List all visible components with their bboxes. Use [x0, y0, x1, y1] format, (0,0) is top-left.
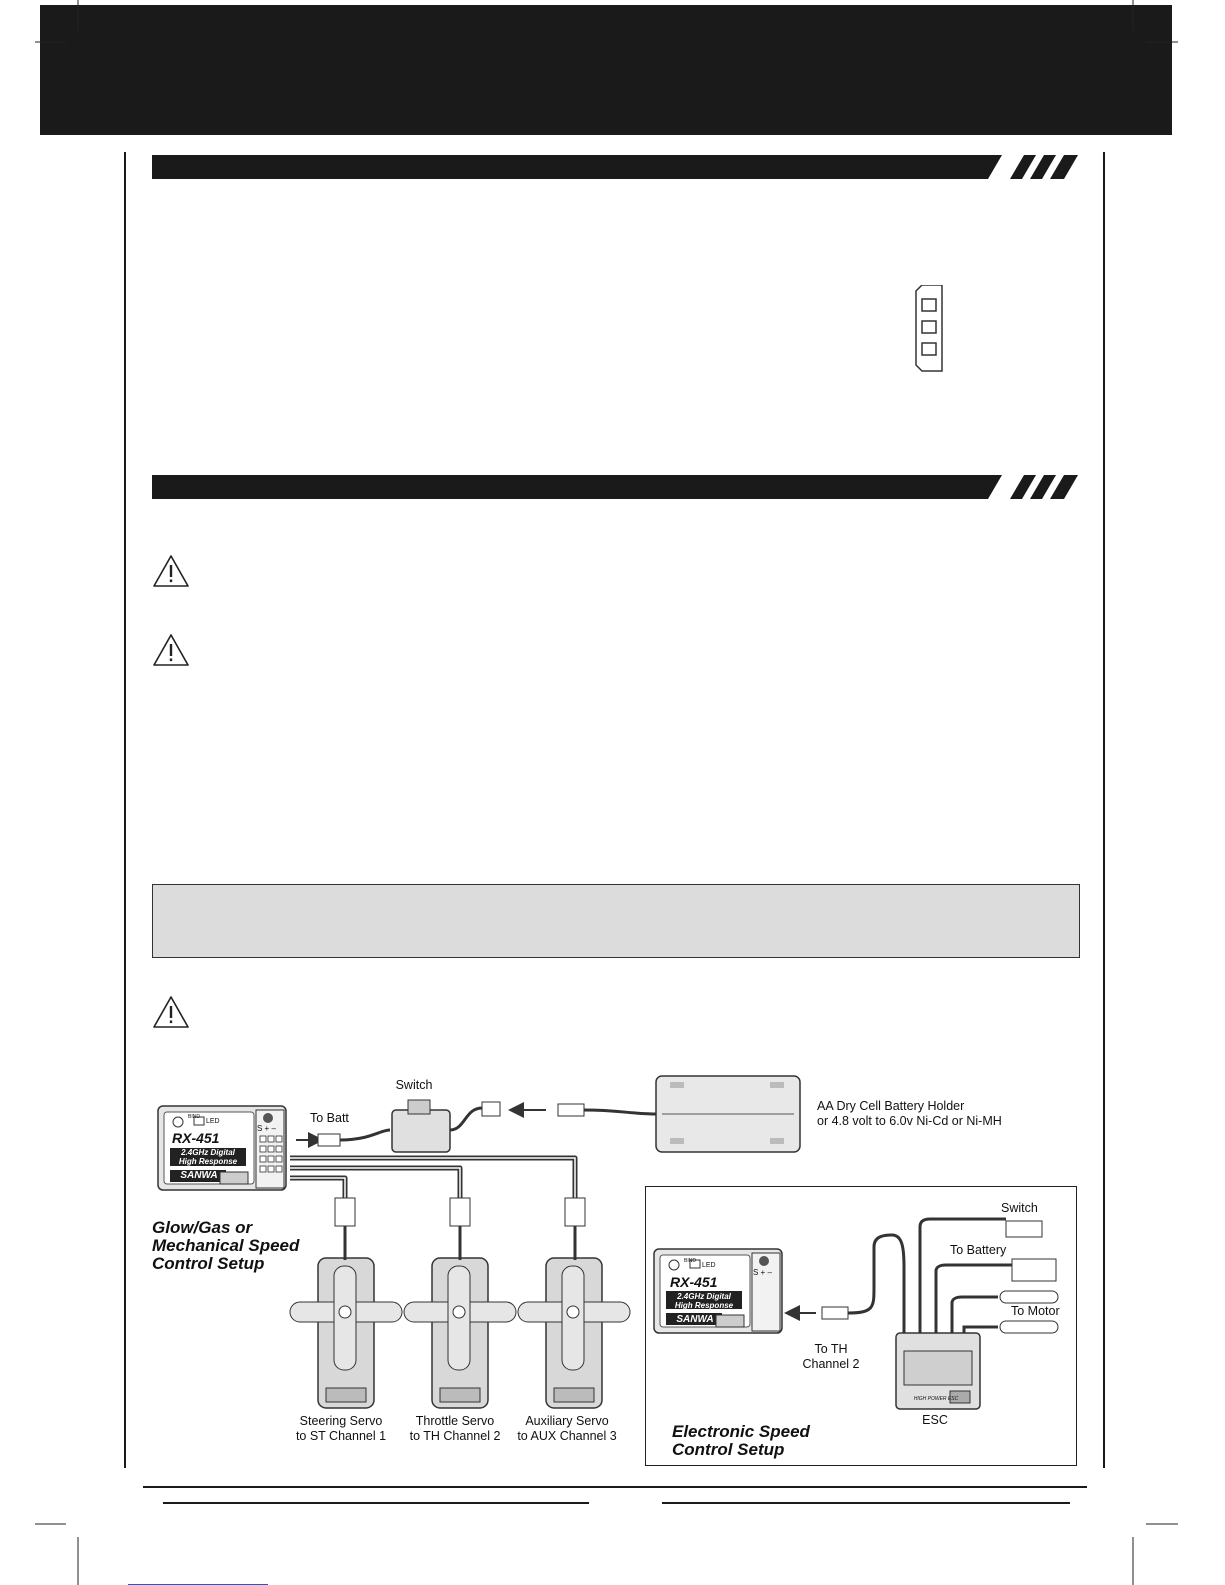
esc-body-text: HIGH POWER ESC — [913, 1396, 959, 1402]
receiver-led-label: LED — [206, 1118, 220, 1125]
battery-holder-label-1: AA Dry Cell Battery Holder — [817, 1099, 965, 1113]
esc-receiver-model: RX-451 — [670, 1274, 718, 1290]
throttle-servo-label-1: Throttle Servo — [415, 1414, 495, 1428]
esc-to-th-label-2: Channel 2 — [802, 1357, 860, 1371]
receiver-brand: SANWA — [180, 1170, 218, 1181]
servo-throttle — [403, 1197, 517, 1409]
receiver-model: RX-451 — [172, 1130, 220, 1146]
glow-title-3: Control Setup — [152, 1254, 265, 1273]
esc-switch-label: Switch — [1001, 1201, 1038, 1215]
glow-title-2: Mechanical Speed — [152, 1236, 300, 1255]
esc-title-2: Control Setup — [672, 1440, 785, 1459]
receiver-spec-1: 2.4GHz Digital — [181, 1148, 235, 1157]
left-frame-line — [124, 152, 126, 1468]
warning-icon — [153, 555, 189, 587]
esc-receiver-bind-label: BIND — [684, 1258, 696, 1264]
glow-title-1: Glow/Gas or — [152, 1218, 253, 1237]
note-box — [152, 884, 1080, 958]
esc-to-th-label-1: To TH — [814, 1342, 848, 1356]
esc-to-battery-label: To Battery — [950, 1243, 1007, 1257]
esc-receiver-spec-1: 2.4GHz Digital — [677, 1292, 731, 1301]
esc-label: ESC — [922, 1413, 948, 1427]
esc-receiver-led-label: LED — [702, 1262, 716, 1269]
battery-holder — [655, 1075, 801, 1153]
receiver-bind-label: BIND — [188, 1114, 200, 1120]
servo-auxiliary — [517, 1197, 631, 1409]
switch-label: Switch — [395, 1078, 433, 1092]
three-pin-connector-icon — [915, 285, 943, 372]
footer-rule-left — [163, 1502, 589, 1504]
servo-steering — [289, 1197, 403, 1409]
esc-to-motor-label: To Motor — [1011, 1304, 1060, 1318]
esc-setup-frame — [645, 1186, 1077, 1466]
right-frame-line — [1103, 152, 1105, 1468]
throttle-servo-label-2: to TH Channel 2 — [409, 1429, 501, 1443]
receiver-unit — [157, 1105, 287, 1191]
battery-holder-label-2: or 4.8 volt to 6.0v Ni-Cd or Ni-MH — [817, 1114, 1002, 1128]
receiver-spec-2: High Response — [178, 1157, 238, 1166]
esc-diagram — [653, 1217, 1059, 1410]
section-bar-2 — [152, 475, 1078, 499]
footer-rule — [143, 1486, 1087, 1488]
esc-title-1: Electronic Speed — [672, 1422, 810, 1441]
to-batt-label: To Batt — [310, 1111, 349, 1125]
section-bar-1 — [152, 155, 1078, 179]
footer-rule-right — [662, 1502, 1070, 1504]
page-header-bar — [40, 5, 1172, 135]
warning-icon — [153, 634, 189, 666]
esc-receiver-pins-label: S + – — [753, 1268, 772, 1277]
steering-servo-label-1: Steering Servo — [299, 1414, 383, 1428]
esc-receiver-brand: SANWA — [676, 1314, 714, 1325]
wiring-diagram — [157, 1075, 801, 1409]
aux-servo-label-2: to AUX Channel 3 — [517, 1429, 617, 1443]
warning-icon — [153, 996, 189, 1028]
esc-receiver-spec-2: High Response — [674, 1301, 734, 1310]
receiver-pins-label: S + – — [257, 1124, 276, 1133]
steering-servo-label-2: to ST Channel 1 — [295, 1429, 387, 1443]
aux-servo-label-1: Auxiliary Servo — [525, 1414, 609, 1428]
